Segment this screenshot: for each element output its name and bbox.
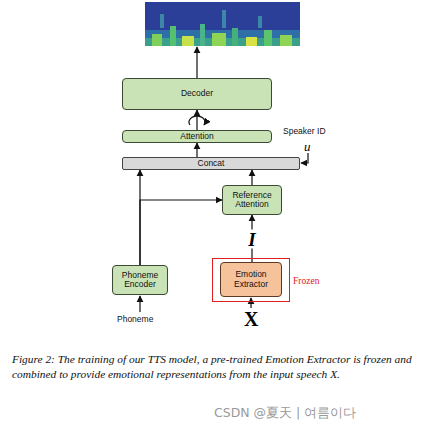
figure-caption: Figure 2: The training of our TTS model,… <box>12 352 424 382</box>
speaker-arrow <box>301 153 308 163</box>
spectrogram-band <box>145 30 300 46</box>
flow-arrow <box>251 170 252 185</box>
flow-arrow <box>196 143 197 157</box>
spectrogram-streak <box>160 14 164 28</box>
watermark: CSDN @夏天 | 여름이다 <box>214 407 356 420</box>
extractor-box: Emotion Extractor <box>220 262 282 297</box>
flow-arrow <box>140 200 222 265</box>
spectrogram-streak <box>264 30 272 46</box>
frozen-frame: FrozenEmotion Extractor <box>212 258 290 302</box>
spectrogram-streak <box>152 34 162 46</box>
speaker-symbol: u <box>304 140 311 153</box>
node-text: Concat <box>198 159 225 168</box>
phoneme-input-arrow <box>139 296 140 312</box>
concat-box: Concat <box>122 157 300 170</box>
spectrogram-streak <box>212 33 226 46</box>
node-text: Frozen <box>293 276 319 286</box>
node-text: Decoder <box>181 89 213 98</box>
spectrogram-streak <box>170 26 176 46</box>
spectrogram-streak <box>246 37 257 46</box>
spectrogram-streak <box>222 10 226 28</box>
node-text: Emotion Extractor <box>221 270 281 289</box>
input-symbol: X <box>244 309 258 329</box>
output-arrow <box>196 47 197 78</box>
spectrogram-background <box>145 2 300 46</box>
encoder-box: Phoneme Encoder <box>112 265 168 295</box>
flow-arrow <box>139 170 140 265</box>
spectrogram-streak <box>200 24 205 46</box>
flow-arrow <box>196 110 197 130</box>
spectrogram-streak <box>280 35 292 46</box>
spectrogram-band <box>145 38 300 46</box>
attention-box: Attention <box>122 130 272 143</box>
reference-attention-box: Reference Attention <box>222 185 282 215</box>
spectrogram-streak <box>258 16 262 28</box>
input-label: Phoneme <box>117 315 153 324</box>
spectrogram-streak <box>182 36 194 46</box>
spectrogram-streak <box>232 28 238 46</box>
node-text: Phoneme Encoder <box>113 271 167 290</box>
decoder-box: Decoder <box>122 78 272 110</box>
edge-label: I <box>247 229 256 248</box>
speech-input-arrow <box>250 298 251 308</box>
speaker-label: Speaker ID <box>283 127 326 136</box>
mel-spectrogram <box>145 2 300 46</box>
node-text: Attention <box>180 132 214 141</box>
node-text: Reference Attention <box>223 191 281 210</box>
loop-arrow <box>189 116 205 125</box>
